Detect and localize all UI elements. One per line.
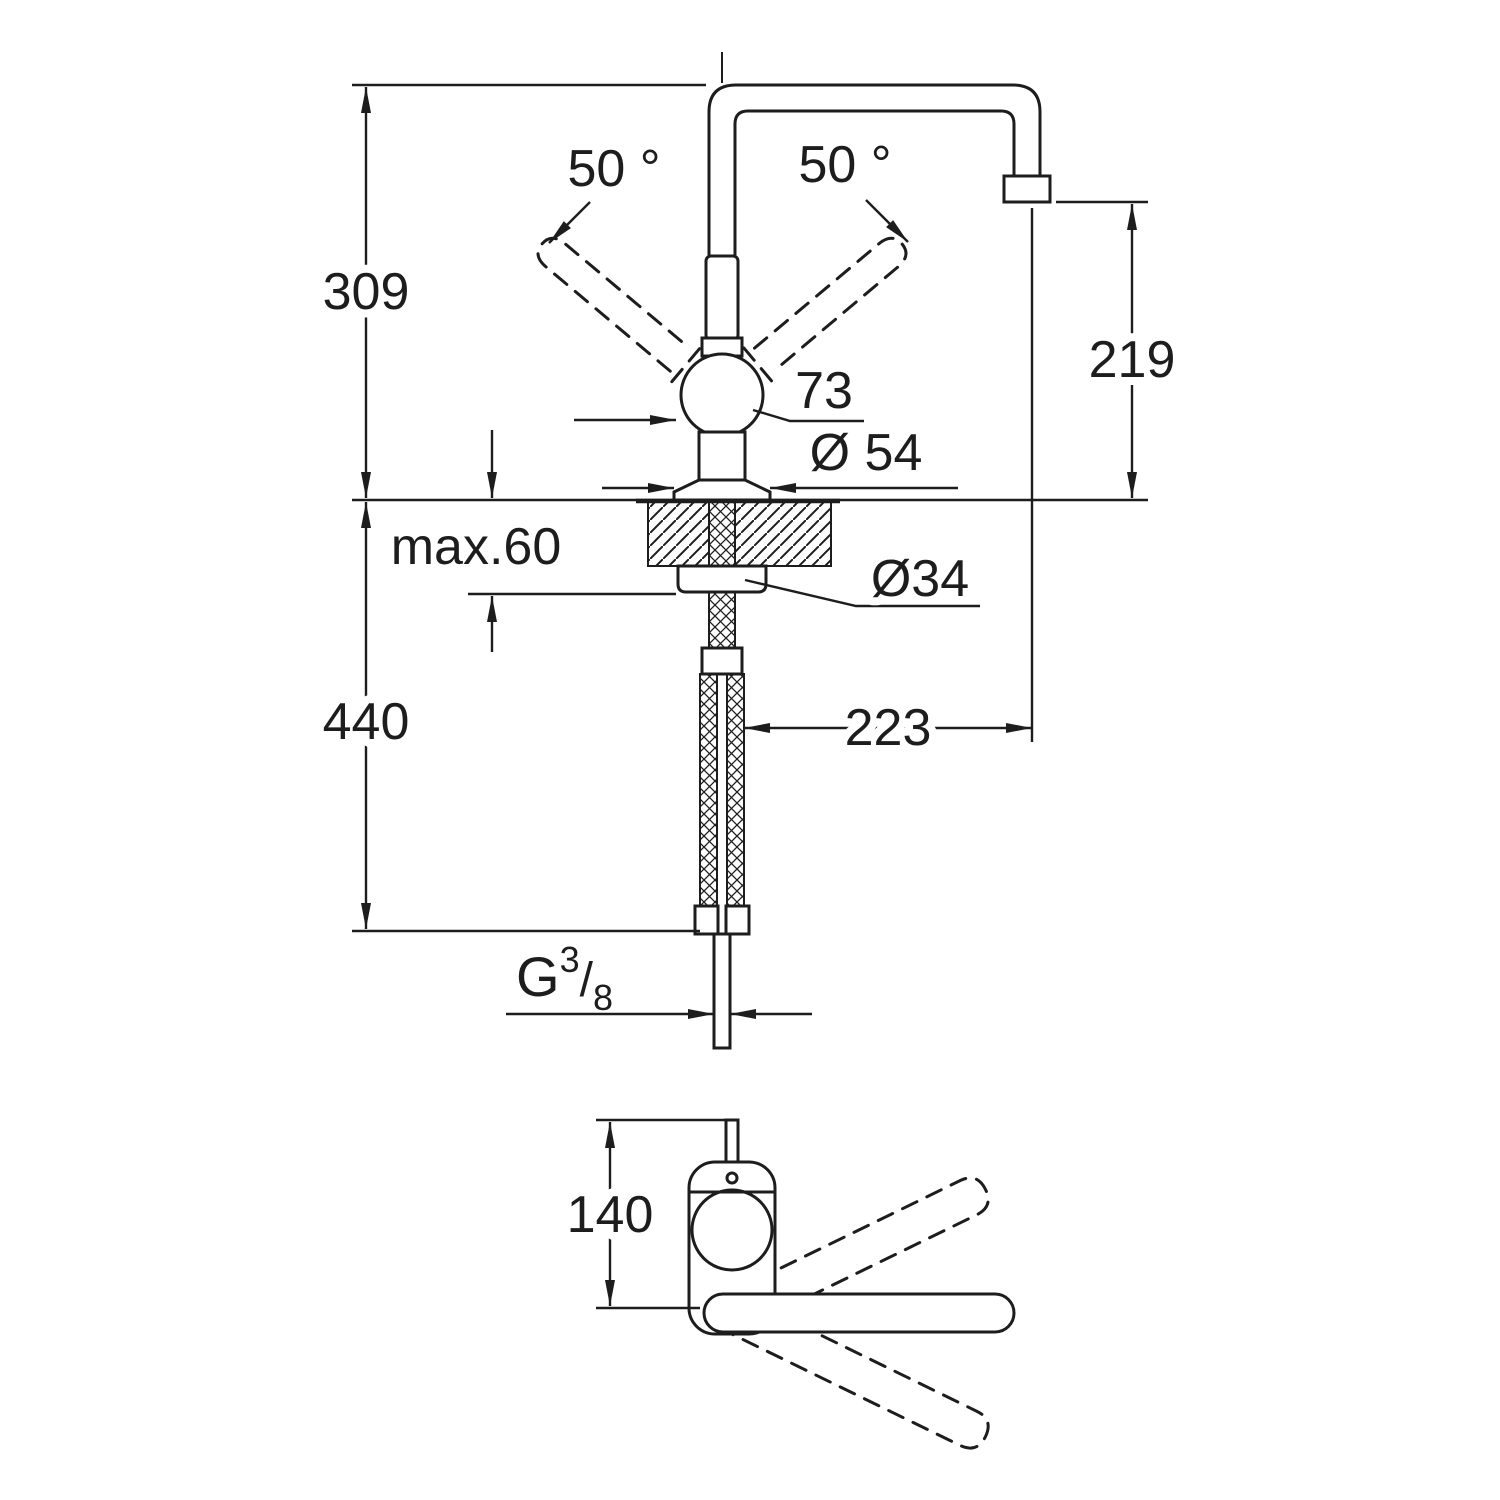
- dim-34: Ø34: [744, 542, 980, 616]
- dim-440: 440: [315, 502, 700, 933]
- hose-fitting-left: [693, 904, 720, 936]
- supply-tube: [712, 932, 732, 1050]
- dim-thread: G3/8: [506, 939, 812, 1019]
- dim-54-label: Ø 54: [810, 424, 923, 482]
- dim-angle-right: 50 °: [790, 128, 909, 243]
- dim-309-label: 309: [323, 263, 410, 321]
- plan-arm-dashed-down: [731, 1298, 990, 1450]
- dim-73-label: 73: [795, 362, 853, 420]
- max60-label: max.60: [391, 518, 562, 576]
- deck-section-right: [734, 501, 832, 567]
- shank-upper: [708, 501, 736, 567]
- deck-section-left: [647, 501, 710, 567]
- lever-dashed-left: [536, 236, 702, 384]
- dim-max60: max.60: [383, 430, 676, 652]
- plan-arm-solid: [702, 1292, 1016, 1334]
- shank-connector: [700, 646, 744, 676]
- elevation-view: 309 440 219 223 50 ° 50 °: [315, 52, 1183, 1050]
- dim-73: 73: [574, 354, 864, 428]
- ball-joint: [679, 352, 765, 438]
- angle-right-arrow: [865, 199, 909, 243]
- thread-label: G3/8: [516, 939, 613, 1018]
- base-flange: [672, 478, 772, 502]
- plan-body: [687, 1160, 777, 1336]
- spout-outlet-nozzle: [1002, 174, 1052, 204]
- plan-arm-dashed-up: [731, 1176, 990, 1328]
- dim-219-label: 219: [1089, 331, 1176, 389]
- angle-right-label: 50 °: [798, 136, 891, 194]
- hose-right: [726, 673, 745, 907]
- dim-140-label: 140: [567, 1186, 654, 1244]
- plan-spout-tip: [724, 1118, 740, 1166]
- dim-73-leader: [752, 408, 864, 423]
- dim-140: 140: [559, 1118, 726, 1310]
- lever-dashed-right: [742, 236, 908, 384]
- angle-left-label: 50 °: [567, 140, 660, 198]
- hose-fitting-right: [724, 904, 751, 936]
- dim-440-label: 440: [323, 693, 410, 751]
- plan-body-dot: [725, 1171, 739, 1185]
- dim-223: 223: [744, 208, 1034, 765]
- angle-left-arrow: [548, 201, 591, 244]
- dim-219: 219: [1056, 200, 1183, 498]
- shank-lower: [708, 591, 736, 653]
- plan-view: 140: [559, 1118, 1016, 1450]
- spout-outer-line: [707, 83, 1042, 346]
- mounting-flange: [676, 564, 768, 594]
- hose-left: [699, 673, 718, 907]
- dim-34-label: Ø34: [871, 550, 969, 608]
- dim-223-label: 223: [845, 699, 932, 757]
- plan-body-circle: [690, 1188, 774, 1272]
- dim-angle-left: 50 °: [548, 132, 669, 244]
- lever-handle: [704, 254, 740, 342]
- spout-inner-line: [733, 109, 1016, 346]
- dim-54: Ø 54: [602, 416, 958, 493]
- dim-34-leader: [744, 578, 980, 608]
- dim-309: 309: [315, 83, 706, 498]
